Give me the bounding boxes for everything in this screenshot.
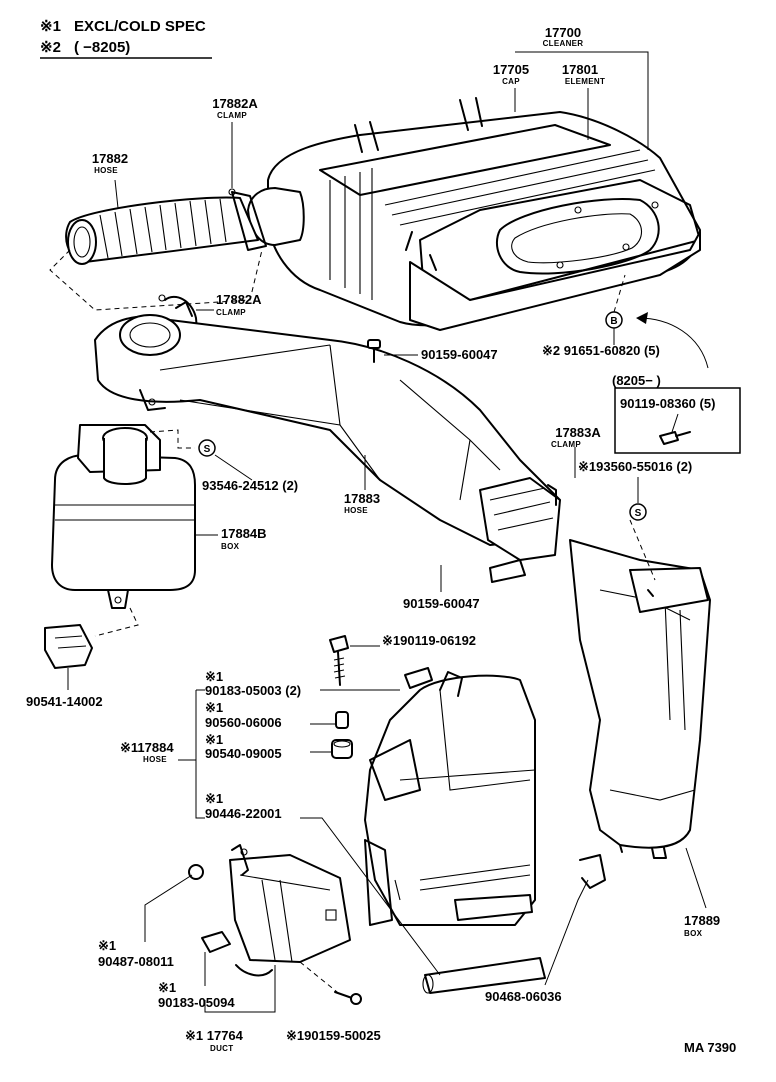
duct-17764-drawing — [188, 844, 351, 977]
label-17882-name: HOSE — [94, 166, 118, 175]
label-17801-name: ELEMENT — [565, 77, 605, 86]
air-cleaner-drawing — [247, 97, 701, 331]
label-17764-num: ※1 17764 — [185, 1028, 244, 1043]
label-17764-name: DUCT — [210, 1044, 233, 1053]
label-90159-60047-a: 90159-60047 — [421, 347, 498, 362]
range-box-title: (8205− ) — [612, 373, 661, 388]
label-90119-06192: ※190119-06192 — [382, 633, 476, 648]
label-17705-num: 17705 — [493, 62, 529, 77]
label-90487-mark: ※1 — [98, 938, 116, 953]
box-17889-drawing — [569, 539, 711, 859]
label-17884B-name: BOX — [221, 542, 240, 551]
labels: 17700 CLEANER 17705 CAP 17801 ELEMENT 17… — [26, 25, 736, 1055]
duct-17764-dashed-screw — [299, 961, 343, 997]
footer-code: MA 7390 — [684, 1040, 736, 1055]
label-90541: 90541-14002 — [26, 694, 103, 709]
legend-note1-text: EXCL/COLD SPEC — [74, 18, 206, 35]
hose-17883-drawing — [94, 314, 561, 583]
screw-90159-50025-drawing — [334, 991, 362, 1005]
label-17801-num: 17801 — [562, 62, 598, 77]
label-90183-05003-mark: ※1 — [205, 669, 223, 684]
legend-note2-text: ( −8205) — [74, 39, 130, 56]
arrow-head — [636, 312, 648, 324]
resonator-17884-drawing — [364, 671, 546, 994]
label-17882A-top-num: 17882A — [212, 96, 258, 111]
label-17883-num: 17883 — [344, 491, 380, 506]
label-90446: 90446-22001 — [205, 806, 282, 821]
label-17883A-name: CLAMP — [551, 440, 581, 449]
clip-90468-drawing — [579, 854, 606, 889]
legend-note2-mark: ※2 — [40, 39, 61, 56]
label-17882A-mid-num: 17882A — [216, 292, 262, 307]
marker-s-1-label: S — [204, 444, 211, 455]
label-17882A-mid-name: CLAMP — [216, 308, 246, 317]
box-17889-dashed-s — [629, 519, 656, 581]
label-17882A-top-name: CLAMP — [217, 111, 247, 120]
label-90159-60047-b: 90159-60047 — [403, 596, 480, 611]
clip-90541-drawing — [44, 624, 93, 669]
box-17884B-drawing — [51, 424, 196, 609]
hose-17882-dashed-outline — [49, 249, 263, 311]
leader-lines — [67, 51, 707, 1013]
label-90183-05094-mark: ※1 — [158, 980, 176, 995]
marker-b-dashed — [613, 274, 626, 313]
label-90560-mark: ※1 — [205, 700, 223, 715]
label-17700-name: CLEANER — [543, 39, 584, 48]
range-box: (8205− ) 90119-08360 (5) — [612, 373, 741, 454]
marker-s-2-label: S — [635, 508, 642, 519]
label-17884B-num: 17884B — [221, 526, 267, 541]
grommets-drawing — [331, 667, 433, 759]
label-93560: ※193560-55016 (2) — [578, 459, 692, 474]
label-17884-name: HOSE — [143, 755, 167, 764]
label-17889-name: BOX — [684, 929, 703, 938]
label-90183-05094: 90183-05094 — [158, 995, 235, 1010]
label-91651: ※2 91651-60820 (5) — [542, 343, 660, 358]
label-90468: 90468-06036 — [485, 989, 562, 1004]
label-90540: 90540-09005 — [205, 746, 282, 761]
label-17884-num: ※117884 — [120, 740, 174, 755]
marker-s-2: S — [629, 503, 647, 521]
marker-s-1: S — [198, 439, 216, 457]
label-17883A-num: 17883A — [555, 425, 601, 440]
label-17882-num: 17882 — [92, 151, 128, 166]
label-17700-num: 17700 — [545, 25, 581, 40]
arrow-curve — [637, 317, 709, 369]
label-90183-05003: 90183-05003 (2) — [205, 683, 301, 698]
label-17705-name: CAP — [502, 77, 520, 86]
box-17884B-dashed-link — [94, 607, 139, 637]
marker-b: B — [605, 311, 623, 329]
label-93546: 93546-24512 (2) — [202, 478, 298, 493]
label-90159-50025: ※190159-50025 — [286, 1028, 381, 1043]
label-90540-mark: ※1 — [205, 732, 223, 747]
label-17889-num: 17889 — [684, 913, 720, 928]
legend-note1-mark: ※1 — [40, 18, 61, 35]
range-box-part: 90119-08360 (5) — [620, 396, 715, 411]
bolt-90159-60047-a-drawing — [367, 339, 381, 363]
label-90560: 90560-06006 — [205, 715, 282, 730]
screw-90119-06192-drawing — [329, 635, 349, 686]
label-90487: 90487-08011 — [98, 954, 174, 969]
label-17883-name: HOSE — [344, 506, 368, 515]
legend: ※1 EXCL/COLD SPEC ※2 ( −8205) — [40, 18, 212, 59]
hose-17882-drawing — [65, 188, 267, 265]
box-17884B-clip-dashed — [149, 429, 195, 449]
label-90446-mark: ※1 — [205, 791, 223, 806]
marker-b-label: B — [610, 316, 617, 327]
